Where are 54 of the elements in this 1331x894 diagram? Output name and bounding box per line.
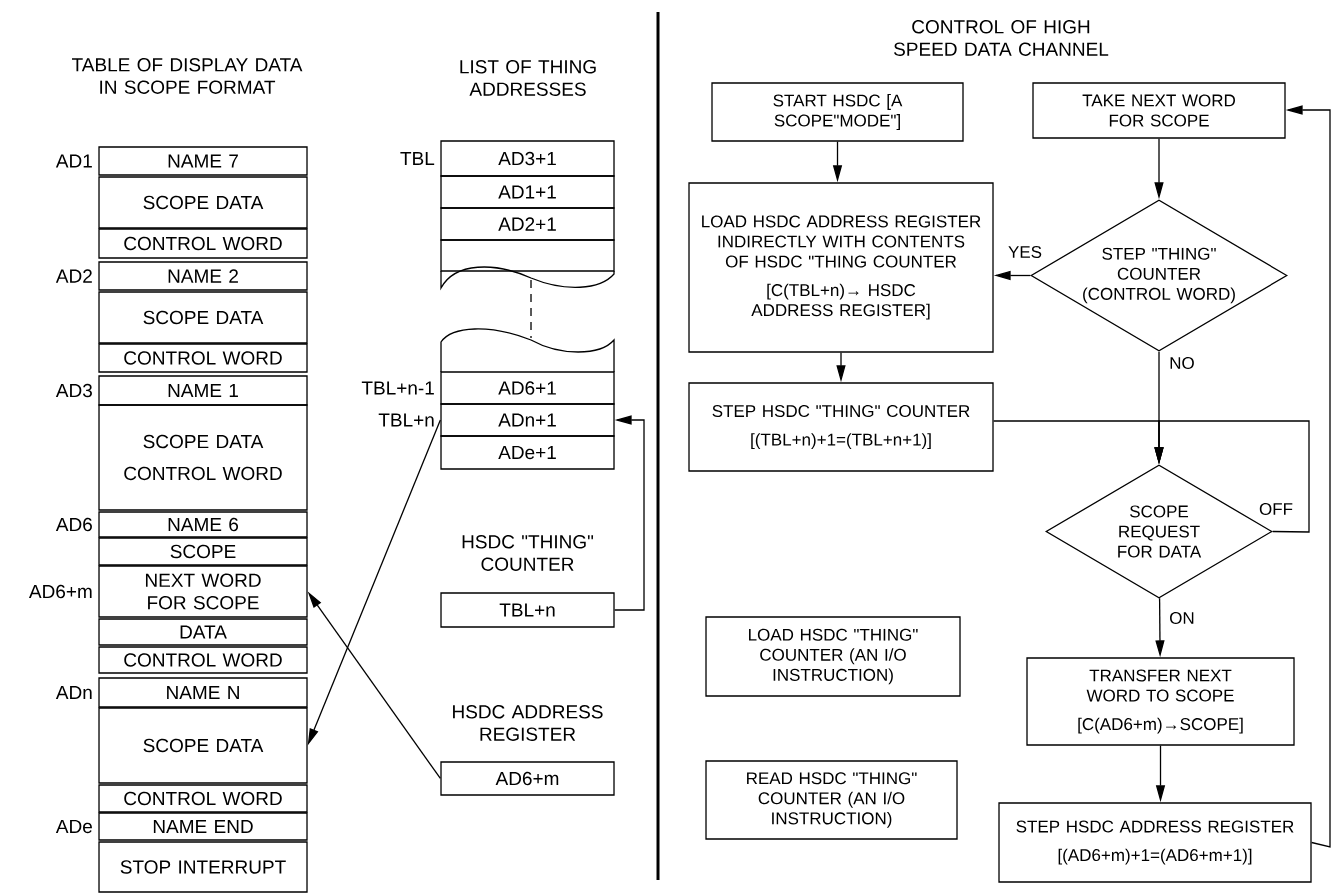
list-cell: AD6+1 bbox=[440, 371, 615, 405]
list-cell: AD3+1 bbox=[440, 140, 615, 177]
process-box: READ HSDC "THING" COUNTER (AN I/O INSTRUCTION) bbox=[705, 760, 958, 840]
table-cell: DATA bbox=[98, 618, 308, 646]
process-box: STEP HSDC ADDRESS REGISTER [(AD6+m)+1=(AD6+m+1)] bbox=[998, 802, 1312, 883]
edge-label: ON bbox=[1168, 611, 1196, 625]
table-cell: NAME 1 bbox=[98, 375, 308, 406]
process-box: START HSDC [A SCOPE"MODE"] bbox=[711, 82, 964, 142]
list-cell: AD1+1 bbox=[440, 175, 615, 209]
register-box: AD6+m bbox=[440, 761, 615, 796]
process-box: TAKE NEXT WORD FOR SCOPE bbox=[1032, 82, 1286, 139]
table-cell: CONTROL WORD bbox=[98, 343, 308, 373]
empty-cell bbox=[440, 239, 615, 272]
list-cell: ADe+1 bbox=[440, 435, 615, 470]
heading: TABLE OF DISPLAY DATA IN SCOPE FORMAT bbox=[72, 58, 303, 94]
process-box: TRANSFER NEXT WORD TO SCOPE [C(AD6+m)→SCOPE] bbox=[1026, 657, 1295, 746]
address-label: AD3 bbox=[55, 383, 92, 398]
table-cell: SCOPE DATA bbox=[98, 707, 308, 784]
table-cell: CONTROL WORD bbox=[98, 228, 308, 259]
address-label: ADe bbox=[55, 819, 92, 834]
address-label: AD2 bbox=[55, 269, 92, 283]
address-label: AD6+m bbox=[28, 584, 92, 599]
table-cell: NAME 2 bbox=[98, 261, 308, 291]
address-label: TBL+n-1 bbox=[361, 381, 434, 395]
arrow bbox=[1154, 420, 1310, 533]
list-cell: AD2+1 bbox=[440, 207, 615, 241]
table-cell: NEXT WORD FOR SCOPE bbox=[98, 565, 308, 618]
table-cell: NAME 6 bbox=[98, 511, 308, 538]
table-cell: NAME 7 bbox=[98, 146, 308, 176]
register-box: TBL+n bbox=[440, 592, 615, 628]
heading: LIST OF THING ADDRESSES bbox=[460, 60, 596, 96]
arrow bbox=[614, 415, 645, 611]
table-cell: SCOPE DATA bbox=[98, 176, 308, 229]
table-cell: SCOPE DATA bbox=[98, 291, 308, 344]
register-label: HSDC "THING" COUNTER bbox=[462, 535, 594, 571]
table-cell: NAME N bbox=[98, 677, 308, 708]
list-cell: ADn+1 bbox=[440, 403, 615, 437]
table-cell: CONTROL WORD bbox=[98, 646, 308, 674]
table-cell: CONTROL WORD bbox=[98, 784, 308, 813]
register-label: HSDC ADDRESS REGISTER bbox=[453, 705, 603, 741]
address-label: ADn bbox=[55, 685, 92, 700]
table-cell: SCOPE bbox=[98, 537, 308, 566]
process-box: LOAD HSDC ADDRESS REGISTER INDIRECTLY WITH CONTENTS OF HSDC "THING COUNTER [C(TBL+n)→ HSDC ADDRESS REGISTER] bbox=[688, 182, 994, 353]
process-box: LOAD HSDC "THING" COUNTER (AN I/O INSTRUCTION) bbox=[705, 616, 961, 697]
table-cell: NAME END bbox=[98, 812, 308, 841]
address-label: TBL+n bbox=[378, 413, 434, 427]
address-label: AD1 bbox=[55, 154, 92, 168]
table-cell: SCOPE DATA CONTROL WORD bbox=[98, 404, 308, 511]
address-label: AD6 bbox=[55, 517, 92, 532]
edge-label: NO bbox=[1168, 356, 1196, 370]
table-cell: STOP INTERRUPT bbox=[98, 841, 308, 893]
address-label: TBL bbox=[400, 151, 435, 166]
process-box: STEP HSDC "THING" COUNTER [(TBL+n)+1=(TBL+n+1)] bbox=[688, 382, 994, 472]
heading: CONTROL OF HIGH SPEED DATA CHANNEL bbox=[894, 20, 1109, 56]
